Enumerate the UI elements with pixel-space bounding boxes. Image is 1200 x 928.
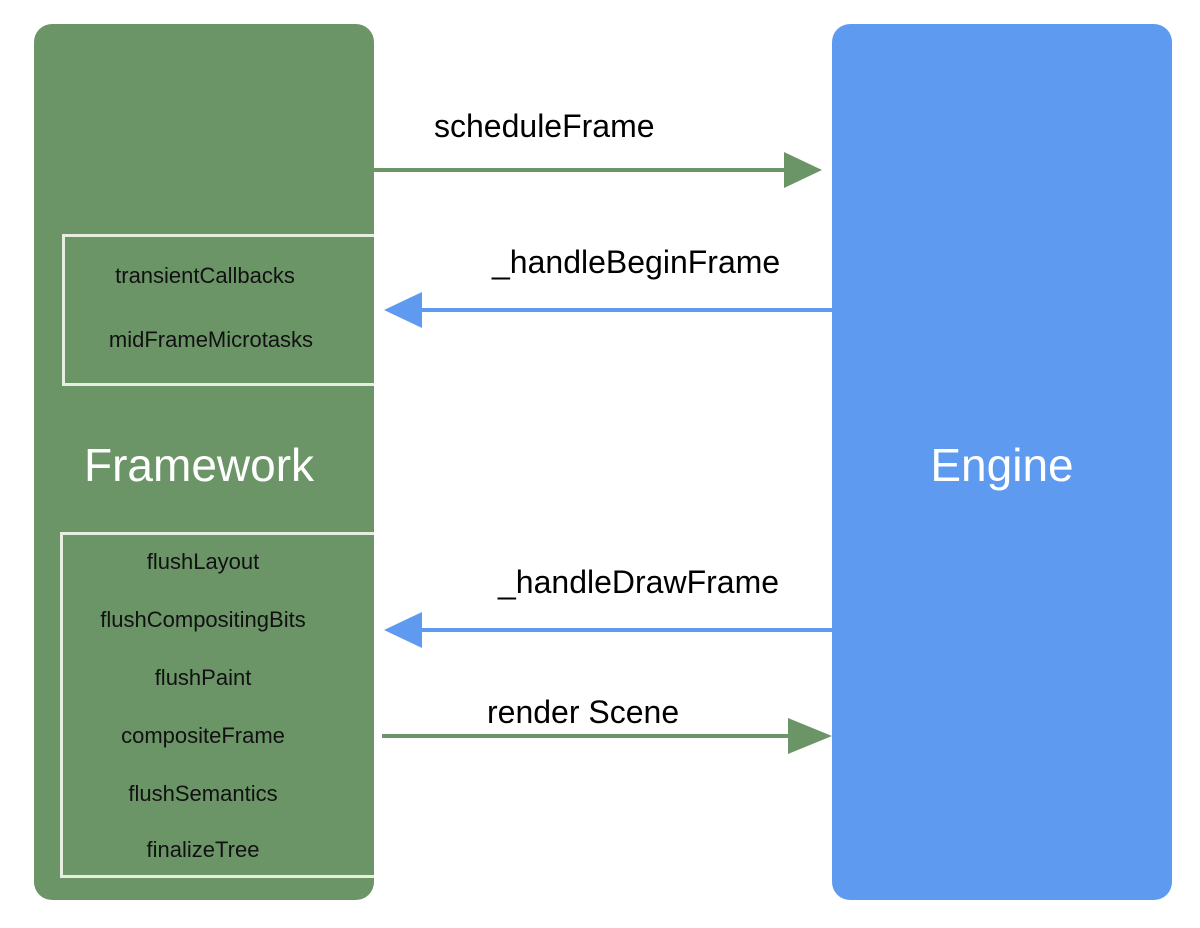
arrow-handle-begin-frame <box>384 292 832 328</box>
frame-start-callbacks-group: transientCallbacks midFrameMicrotasks <box>62 234 374 386</box>
list-item-finalize-tree: finalizeTree <box>146 837 260 862</box>
list-item-transient-callbacks: transientCallbacks <box>115 263 295 288</box>
arrow-render-scene <box>382 718 832 754</box>
arrow-label-handle-draw-frame: _handleDrawFrame <box>498 564 780 600</box>
list-item-flush-layout: flushLayout <box>146 549 260 574</box>
arrow-label-schedule-frame: scheduleFrame <box>434 108 655 144</box>
frame-end-pipeline-group: flushLayout flushCompositingBits flushPa… <box>60 532 374 878</box>
list-item-flush-semantics: flushSemantics <box>128 781 278 806</box>
list-item-flush-compositing-bits: flushCompositingBits <box>100 607 306 632</box>
list-item-flush-paint: flushPaint <box>154 665 252 690</box>
arrow-label-handle-begin-frame: _handleBeginFrame <box>492 244 781 280</box>
arrow-label-render-scene: render Scene <box>487 694 680 730</box>
framework-panel: transientCallbacks midFrameMicrotasks Fr… <box>34 24 374 900</box>
list-item-mid-frame-microtasks: midFrameMicrotasks <box>108 327 314 352</box>
arrow-schedule-frame <box>374 152 822 188</box>
framework-title: Framework <box>84 439 315 491</box>
arrow-handle-draw-frame <box>384 612 832 648</box>
engine-panel: Engine <box>832 24 1172 900</box>
list-item-composite-frame: compositeFrame <box>121 723 285 748</box>
engine-title: Engine <box>930 439 1074 491</box>
